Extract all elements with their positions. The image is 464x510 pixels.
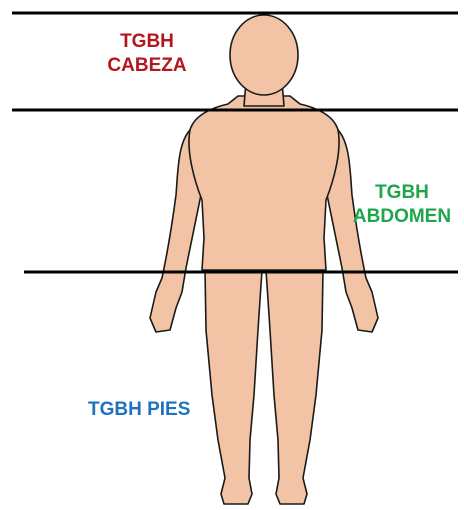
- label-abdomen-region: TGBH ABDOMEN: [342, 181, 462, 229]
- label-abdomen-line1: TGBH: [342, 181, 462, 205]
- label-head-line1: TGBH: [92, 30, 202, 54]
- torso: [189, 96, 339, 270]
- label-head-region: TGBH CABEZA: [92, 30, 202, 78]
- label-abdomen-line2: ABDOMEN: [342, 205, 462, 229]
- label-head-line2: CABEZA: [92, 54, 202, 78]
- left-leg: [205, 270, 262, 504]
- right-leg: [266, 270, 323, 504]
- human-figure: [150, 15, 378, 504]
- head: [230, 15, 298, 95]
- label-feet-region: TGBH PIES: [88, 398, 228, 422]
- label-feet-line1: TGBH PIES: [88, 398, 228, 422]
